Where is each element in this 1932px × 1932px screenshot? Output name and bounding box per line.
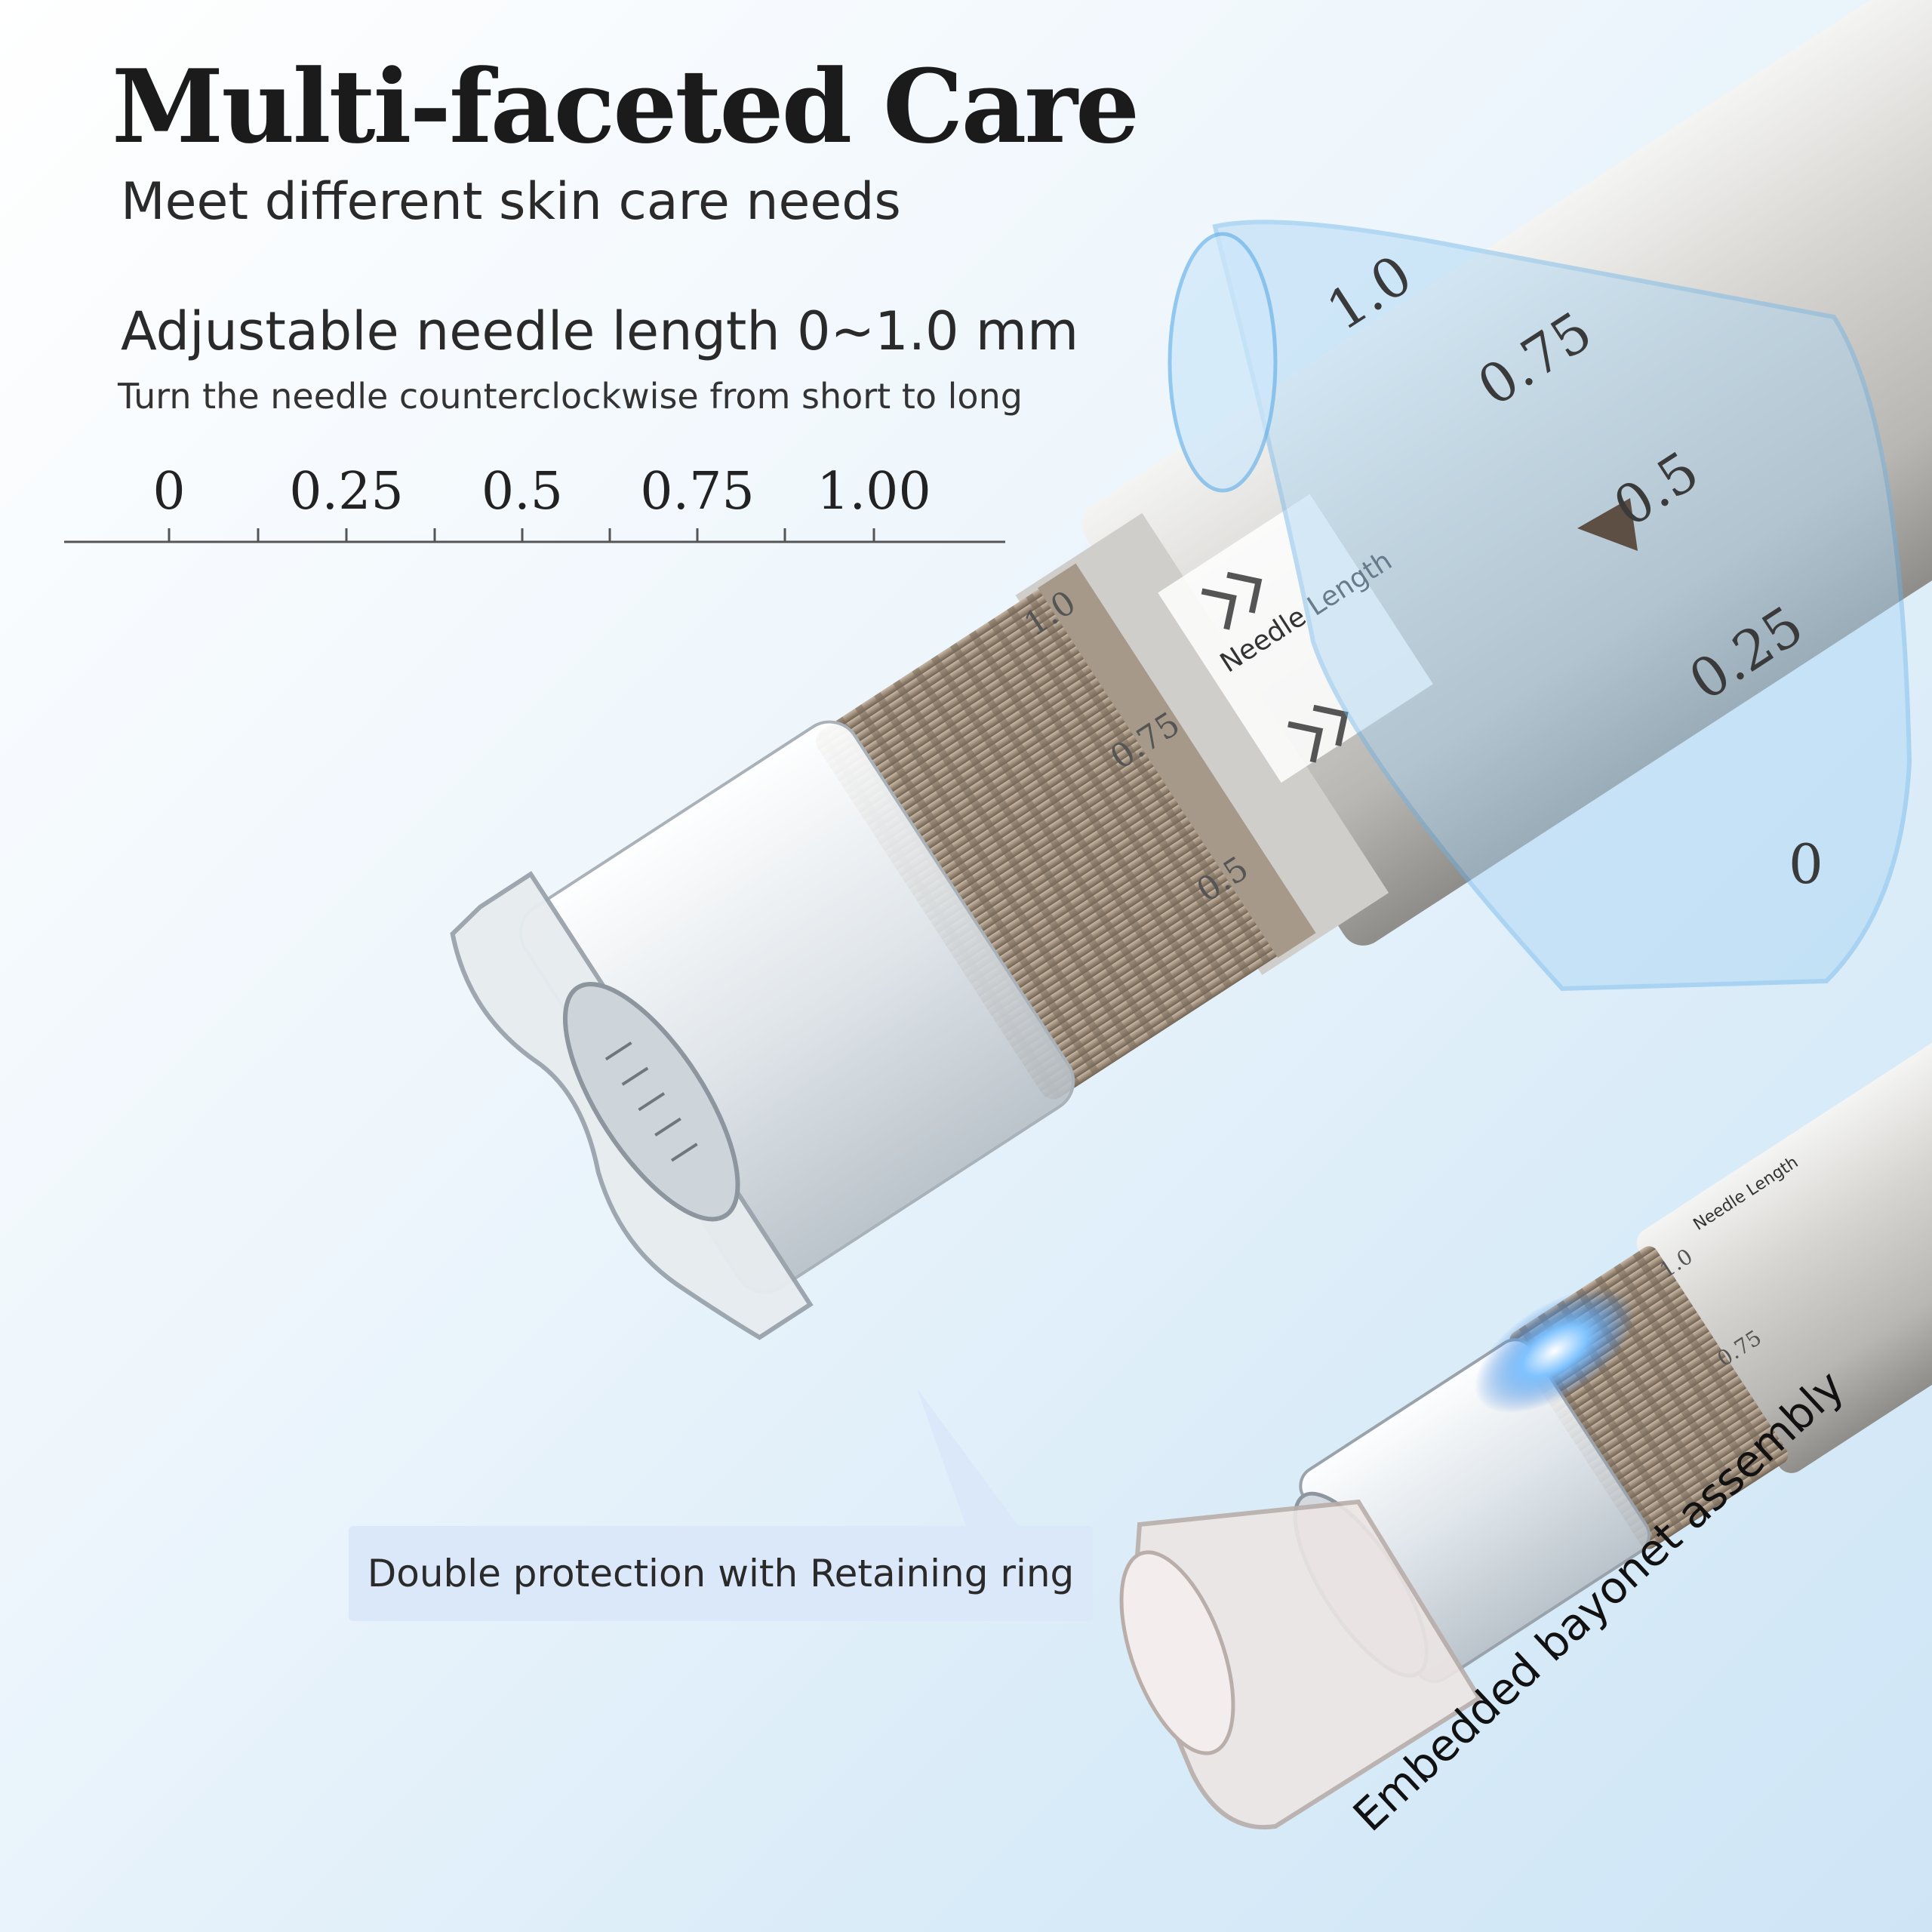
detached-ring <box>1119 1499 1483 1830</box>
callout-pointer <box>917 1389 1019 1526</box>
collar-edge <box>1038 563 1316 958</box>
retaining-ring-callout: Double protection with Retaining ring <box>349 1526 1093 1621</box>
highlight-band: 1.0 0.75 0.5 0.25 0 <box>1168 220 1912 992</box>
scale-label-100: 1.00 <box>817 462 931 521</box>
needle-heading: Adjustable needle length 0~1.0 mm <box>121 300 1079 362</box>
needle-array <box>605 1041 698 1162</box>
adjust-collar <box>816 586 1284 1100</box>
direction-arrows <box>1201 571 1349 763</box>
scale-label-025: 0.25 <box>289 462 404 521</box>
page-subtitle: Meet different skin care needs <box>121 172 901 232</box>
small-pen-barrel <box>1636 956 1932 1473</box>
page-title: Multi-faceted Care <box>112 47 1140 166</box>
assembly-glow <box>1475 1288 1635 1414</box>
main-pen: 1.0 0.75 0.5 Needle Length <box>450 0 1932 1340</box>
band-label-5: 0 <box>1789 832 1823 896</box>
pointer-icon <box>1577 498 1638 551</box>
scale-label-075: 0.75 <box>640 462 755 521</box>
scale-label-0: 0 <box>152 462 186 521</box>
needle-note: Turn the needle counterclockwise from sh… <box>118 376 1023 417</box>
needle-scale <box>64 528 1005 543</box>
scale-label-05: 0.5 <box>481 462 564 521</box>
needle-length-label <box>1158 494 1433 783</box>
